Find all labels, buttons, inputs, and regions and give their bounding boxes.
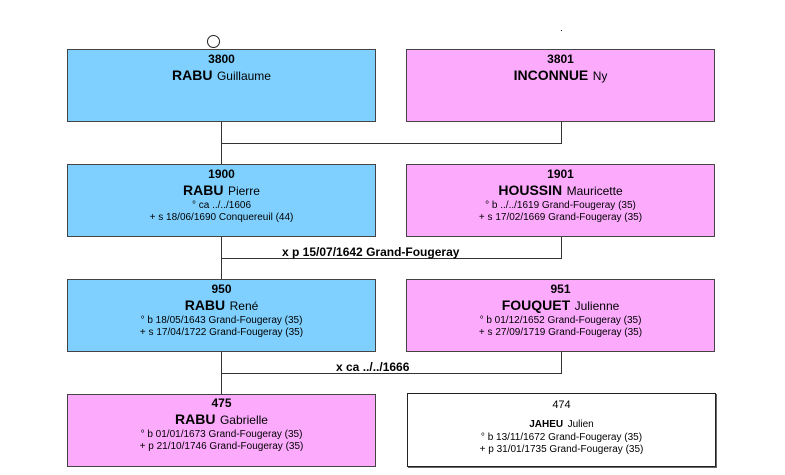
given-name: Julienne — [574, 298, 620, 313]
connector-line — [561, 352, 562, 374]
person-number: 3800 — [208, 52, 235, 66]
birth-line: ° b 01/01/1673 Grand-Fougeray (35) — [140, 429, 303, 441]
marriage-label: x p 15/07/1642 Grand-Fougeray — [282, 245, 460, 259]
person-number: 3801 — [547, 52, 574, 66]
person-name: RABU Guillaume — [68, 67, 375, 85]
death-line: + s 18/06/1690 Conquereuil (44) — [149, 211, 294, 223]
surname: HOUSSIN — [498, 181, 563, 198]
person-number: 475 — [211, 396, 232, 410]
marriage-label: x ca ../../1666 — [336, 360, 410, 374]
surname: RABU — [184, 296, 226, 313]
person-number: 950 — [211, 282, 232, 296]
person-name: RABU René — [68, 297, 375, 315]
person-card-3801[interactable]: 3801 INCONNUE Ny — [406, 49, 715, 122]
death-line: + p 31/01/1735 Grand-Fougeray (35) — [479, 443, 644, 455]
person-number: 1900 — [208, 167, 235, 181]
surname: RABU — [183, 181, 224, 198]
surname: JAHEU — [529, 418, 564, 430]
person-card-950[interactable]: 950 RABU René ° b 18/05/1643 Grand-Fouge… — [67, 279, 376, 352]
death-line: + p 21/10/1746 Grand-Fougeray (35) — [139, 440, 304, 452]
person-number: 474 — [552, 399, 571, 411]
connector-line — [561, 122, 562, 144]
connector-line — [221, 373, 562, 374]
person-name: INCONNUE Ny — [407, 67, 714, 85]
birth-line: ° ca ../../1606 — [191, 200, 252, 212]
birth-line: ° b ../../1619 Grand-Fougeray (35) — [485, 200, 636, 212]
connector-line — [221, 143, 562, 144]
birth-line: ° b 01/12/1652 Grand-Fougeray (35) — [479, 315, 642, 327]
person-name: RABU Pierre — [68, 182, 375, 200]
given-name: Mauricette — [566, 183, 623, 198]
connector-line — [221, 258, 562, 259]
death-line: + s 17/02/1669 Grand-Fougeray (35) — [478, 211, 643, 223]
death-line: + s 17/04/1722 Grand-Fougeray (35) — [139, 326, 304, 338]
person-card-951[interactable]: 951 FOUQUET Julienne ° b 01/12/1652 Gran… — [406, 279, 715, 352]
person-number: 1901 — [547, 167, 574, 181]
person-card-1901[interactable]: 1901 HOUSSIN Mauricette ° b ../../1619 G… — [406, 164, 715, 237]
person-number: 951 — [550, 282, 571, 296]
person-card-475[interactable]: 475 RABU Gabrielle ° b 01/01/1673 Grand-… — [67, 394, 376, 467]
person-card-1900[interactable]: 1900 RABU Pierre ° ca ../../1606 + s 18/… — [67, 164, 376, 237]
death-line: + s 27/09/1719 Grand-Fougeray (35) — [478, 326, 643, 338]
dot-mark — [561, 30, 562, 31]
birth-line: ° b 18/05/1643 Grand-Fougeray (35) — [140, 315, 303, 327]
person-name: JAHEU Julien — [408, 414, 715, 432]
person-name: RABU Gabrielle — [68, 411, 375, 429]
given-name: René — [229, 298, 259, 313]
birth-line: ° b 13/11/1672 Grand-Fougeray (35) — [480, 432, 643, 444]
person-name: FOUQUET Julienne — [407, 297, 714, 315]
person-name: HOUSSIN Mauricette — [407, 182, 714, 200]
given-name: Ny — [592, 68, 608, 83]
connector-line — [561, 237, 562, 259]
given-name: Guillaume — [216, 68, 271, 83]
surname: INCONNUE — [513, 66, 589, 83]
surname: FOUQUET — [501, 296, 571, 313]
given-name: Julien — [567, 418, 594, 430]
given-name: Gabrielle — [219, 412, 268, 427]
given-name: Pierre — [227, 183, 260, 198]
root-marker-icon — [207, 35, 220, 48]
surname: RABU — [175, 410, 216, 427]
person-card-474[interactable]: 474 JAHEU Julien ° b 13/11/1672 Grand-Fo… — [407, 393, 716, 467]
surname: RABU — [172, 66, 213, 83]
person-card-3800[interactable]: 3800 RABU Guillaume — [67, 49, 376, 122]
